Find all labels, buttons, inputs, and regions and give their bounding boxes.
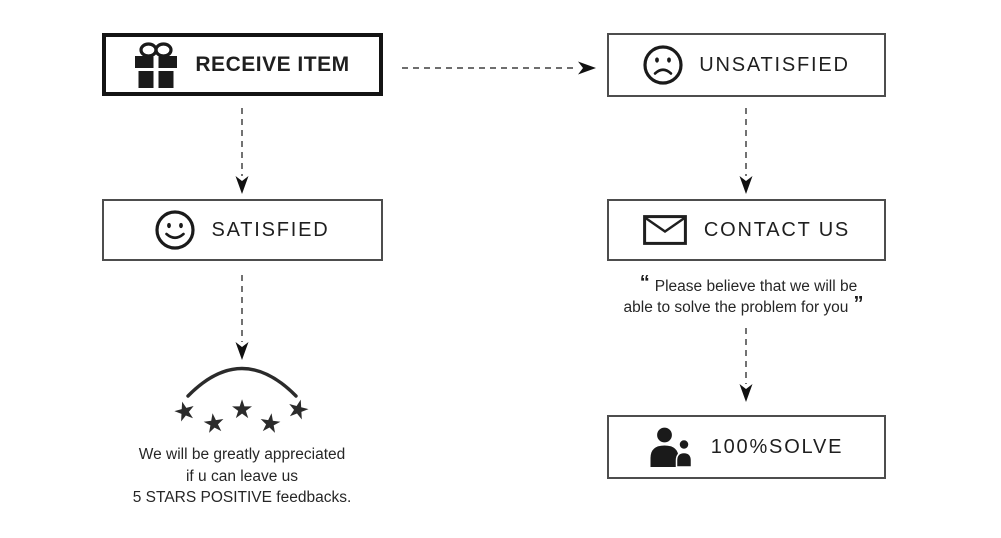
solve-box: 100%SOLVE [607,415,886,479]
receive-item-box: RECEIVE ITEM [102,33,383,96]
contact-note: “Please believe that we will be able to … [591,272,901,318]
sad-face-icon [643,45,683,85]
unsatisfied-box: UNSATISFIED [607,33,886,97]
unsatisfied-label: UNSATISFIED [699,53,850,76]
people-icon [650,427,692,467]
contact-note-line-2: able to solve the problem for you” [623,293,864,316]
satisfied-box: SATISFIED [102,199,383,261]
receive-item-label: RECEIVE ITEM [195,52,350,76]
solve-label: 100%SOLVE [710,435,844,458]
star-icon: ★ [230,395,254,425]
smiley-face-icon [155,210,196,250]
feedback-note: We will be greatly appreciated if u can … [77,444,407,509]
contact-us-box: CONTACT US [607,199,886,261]
envelope-icon [643,215,687,245]
arrow-satisfied-to-stars [235,275,249,360]
feedback-note-line-1: We will be greatly appreciated [138,446,346,463]
arrow-receive-to-satisfied [235,108,249,194]
feedback-note-line-2: if u can leave us [185,467,298,485]
arrow-receive-to-unsatisfied [402,61,596,75]
feedback-note-line-3: 5 STARS POSITIVE feedbacks. [132,489,352,506]
stars-arc [186,366,298,398]
gift-icon [135,41,178,88]
arrow-unsatisfied-to-contact [739,108,753,194]
contact-note-line-1: “Please believe that we will be [639,272,858,295]
contact-us-label: CONTACT US [703,218,851,241]
satisfied-label: SATISFIED [211,218,330,241]
arrow-contact-to-solve [739,328,753,402]
